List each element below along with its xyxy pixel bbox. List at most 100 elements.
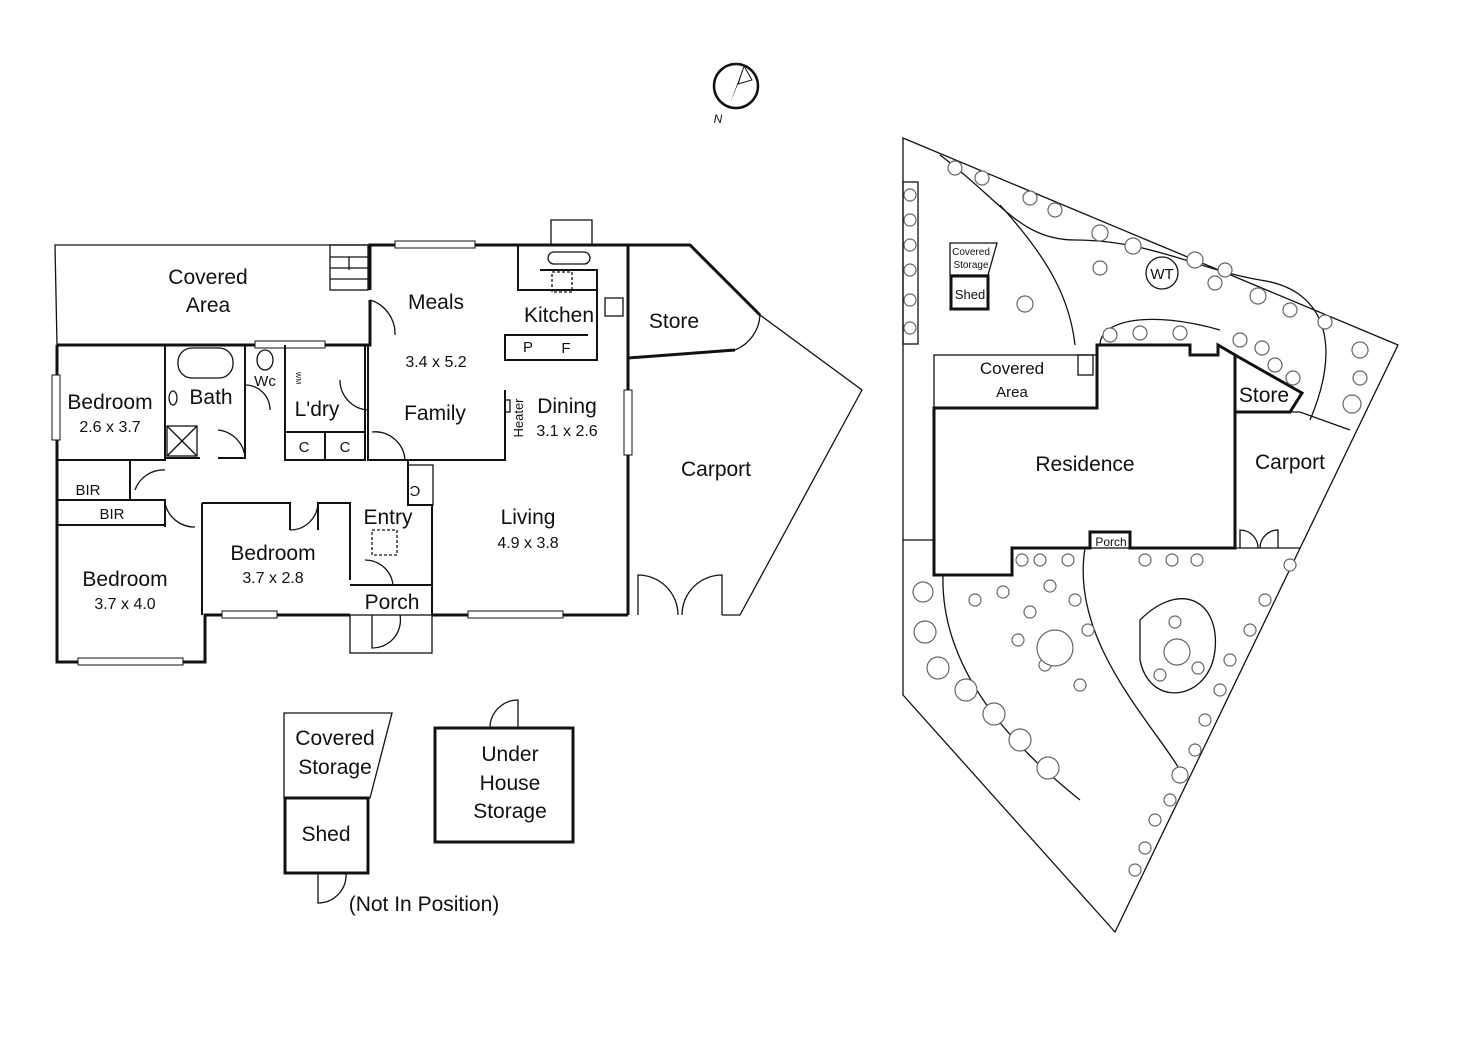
compass-label: N xyxy=(714,112,723,126)
under-house-label: Storage xyxy=(473,800,547,823)
tree-icon xyxy=(912,581,934,603)
room-label: Meals xyxy=(408,291,464,314)
room-label: P xyxy=(523,339,533,356)
tree-icon xyxy=(1011,633,1025,647)
room-dims: 4.9 x 3.8 xyxy=(497,535,558,552)
tree-icon xyxy=(1258,593,1272,607)
room-label: Living xyxy=(501,506,556,529)
tree-icon xyxy=(1207,275,1223,291)
tree-icon xyxy=(1036,756,1060,780)
tree-icon xyxy=(903,238,917,252)
tree-icon xyxy=(1188,743,1202,757)
tree-icon xyxy=(1317,314,1333,330)
shed-label: Shed xyxy=(301,823,350,846)
tree-icon xyxy=(996,585,1010,599)
room-dims: 3.7 x 4.0 xyxy=(94,596,155,613)
tree-icon xyxy=(1124,237,1142,255)
tree-icon xyxy=(1190,553,1204,567)
room-dims: 3.1 x 2.6 xyxy=(536,423,597,440)
tree-icon xyxy=(1282,302,1298,318)
room-label: Bedroom xyxy=(67,391,152,414)
tree-icon xyxy=(1285,370,1301,386)
tree-icon xyxy=(903,263,917,277)
tree-icon xyxy=(1015,553,1029,567)
tree-icon xyxy=(1165,553,1179,567)
tree-icon xyxy=(1254,340,1270,356)
room-label: Family xyxy=(404,402,466,425)
heater-label: Heater xyxy=(511,398,526,438)
tree-icon xyxy=(1138,553,1152,567)
room-label: Carport xyxy=(681,458,751,481)
tree-icon xyxy=(1036,629,1074,667)
tree-icon xyxy=(1172,325,1188,341)
under-house-label: Under xyxy=(481,743,538,766)
tree-icon xyxy=(903,293,917,307)
house-floor-plan: Covered Area Meals 3.4 x 5.2 Kitchen P F… xyxy=(51,219,863,666)
tree-icon xyxy=(1047,202,1063,218)
room-label: Porch xyxy=(365,591,420,614)
tree-icon xyxy=(1351,341,1369,359)
room-label: Bath xyxy=(189,386,232,409)
tree-icon xyxy=(1091,224,1109,242)
room-label: Wc xyxy=(254,373,276,390)
not-in-position-note: (Not In Position) xyxy=(349,893,500,916)
washing-machine-label: WM xyxy=(294,372,301,385)
room-label: Store xyxy=(649,310,699,333)
site-store-label: Store xyxy=(1239,384,1289,407)
site-plan: Covered Storage Shed WT Covered Area Sto… xyxy=(902,137,1399,934)
cupboard-label: C xyxy=(409,482,420,499)
room-label: Bedroom xyxy=(230,542,315,565)
tree-icon xyxy=(974,170,990,186)
tree-icon xyxy=(913,620,937,644)
tree-icon xyxy=(1342,394,1362,414)
tree-icon xyxy=(1073,678,1087,692)
tree-icon xyxy=(1223,653,1237,667)
north-compass-icon: N xyxy=(712,62,760,126)
tree-icon xyxy=(1128,863,1142,877)
site-shed-label: Shed xyxy=(955,287,985,302)
tree-icon xyxy=(1033,553,1047,567)
tree-icon xyxy=(1022,190,1038,206)
room-label: Entry xyxy=(363,506,413,529)
tree-icon xyxy=(1102,327,1118,343)
room-dims: 3.7 x 2.8 xyxy=(242,570,303,587)
site-porch-label: Porch xyxy=(1095,535,1126,549)
room-label: Bedroom xyxy=(82,568,167,591)
tree-icon xyxy=(1243,623,1257,637)
tree-icon xyxy=(968,593,982,607)
room-label: BIR xyxy=(75,482,100,499)
trees xyxy=(903,160,1369,877)
tree-icon xyxy=(903,188,917,202)
cupboard-label: C xyxy=(299,439,310,456)
tree-icon xyxy=(1023,605,1037,619)
room-label: Covered xyxy=(168,266,247,289)
tree-icon xyxy=(1191,661,1205,675)
room-dims: 3.4 x 5.2 xyxy=(405,354,466,371)
water-tank-label: WT xyxy=(1150,266,1173,283)
tree-icon xyxy=(1168,615,1182,629)
tree-icon xyxy=(1132,325,1148,341)
tree-icon xyxy=(982,702,1006,726)
room-label: Area xyxy=(186,294,231,317)
site-carport-label: Carport xyxy=(1255,451,1325,474)
tree-icon xyxy=(1352,370,1368,386)
tree-icon xyxy=(1198,713,1212,727)
tree-icon xyxy=(1232,332,1248,348)
tree-icon xyxy=(1163,638,1191,666)
tree-icon xyxy=(1008,728,1032,752)
room-label: L'dry xyxy=(295,398,340,421)
covered-storage-label: Covered xyxy=(295,727,374,750)
cupboard-label: C xyxy=(340,439,351,456)
site-covered-storage-label: Covered xyxy=(952,247,990,258)
residence-label: Residence xyxy=(1035,453,1134,476)
tree-icon xyxy=(1043,579,1057,593)
room-label: Dining xyxy=(537,395,597,418)
tree-icon xyxy=(1092,260,1108,276)
room-label: Kitchen xyxy=(524,304,594,327)
tree-icon xyxy=(903,321,917,335)
tree-icon xyxy=(1283,558,1297,572)
covered-storage-label: Storage xyxy=(298,756,372,779)
tree-icon xyxy=(1081,623,1095,637)
room-dims: 2.6 x 3.7 xyxy=(79,419,140,436)
